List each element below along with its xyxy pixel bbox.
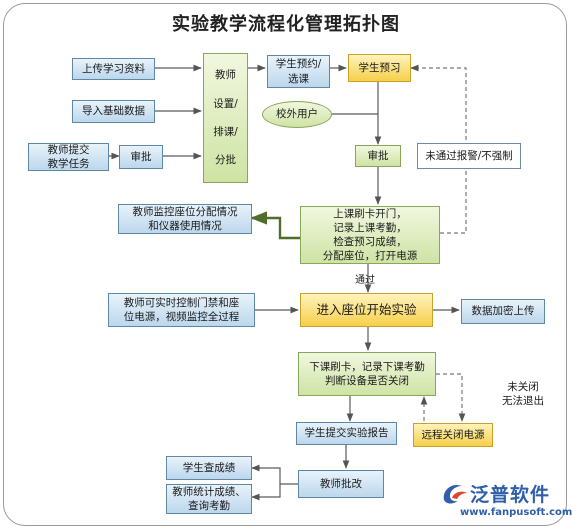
alarm-not-forced-box: 未通过报警/不强制 <box>417 143 521 169</box>
encrypt-upload-box: 数据加密上传 <box>461 299 545 324</box>
edge-checkout-remote <box>436 373 466 422</box>
pass-label: 通过 <box>355 275 375 286</box>
approve-box-2: 审批 <box>355 145 401 167</box>
submit-report-box: 学生提交实验报告 <box>296 422 397 445</box>
external-user-ellipse: 校外用户 <box>262 101 332 128</box>
remote-power-off-box: 远程关闭电源 <box>413 423 493 447</box>
checkout-box: 下课刷卡，记录下课考勤 判断设备是否关闭 <box>298 352 436 396</box>
student-reserve-select-box: 学生预约/ 选课 <box>267 55 330 88</box>
realtime-control-box: 教师可实时控制门禁和座 位电源，视频监控全过程 <box>108 293 255 327</box>
edge-checkin-monitor <box>250 211 300 240</box>
brand-name: 泛普软件 <box>470 484 551 506</box>
approve-box-1: 审批 <box>119 145 163 169</box>
teacher-grade-box: 教师批改 <box>298 470 384 498</box>
edge-grade-score <box>251 464 298 485</box>
enter-seat-box: 进入座位开始实验 <box>300 293 433 327</box>
teacher-submit-task-box: 教师提交 教学任务 <box>28 143 109 171</box>
upload-materials-box: 上传学习资料 <box>72 58 155 80</box>
view-score-box: 学生查成绩 <box>166 456 252 480</box>
checkin-box: 上课刷卡开门， 记录上课考勤， 检查预习成绩， 分配座位，打开电源 <box>300 206 440 264</box>
brand-url: www.fanpusoft.com <box>460 507 572 518</box>
teacher-monitor-box: 教师监控座位分配情况 和仪器使用情况 <box>118 204 252 234</box>
not-closed-text: 未关闭 无法退出 <box>491 378 555 410</box>
student-preview-box: 学生预习 <box>348 54 411 82</box>
brand-logo-icon <box>443 484 467 504</box>
edge-grade-stats <box>251 484 281 501</box>
import-data-box: 导入基础数据 <box>72 100 155 123</box>
teacher-setup-box: 教师 设置/ 排课/ 分批 <box>203 53 248 183</box>
stats-attendance-box: 教师统计成绩、 查询考勤 <box>166 484 252 514</box>
diagram-title: 实验教学流程化管理拓扑图 <box>172 14 400 35</box>
